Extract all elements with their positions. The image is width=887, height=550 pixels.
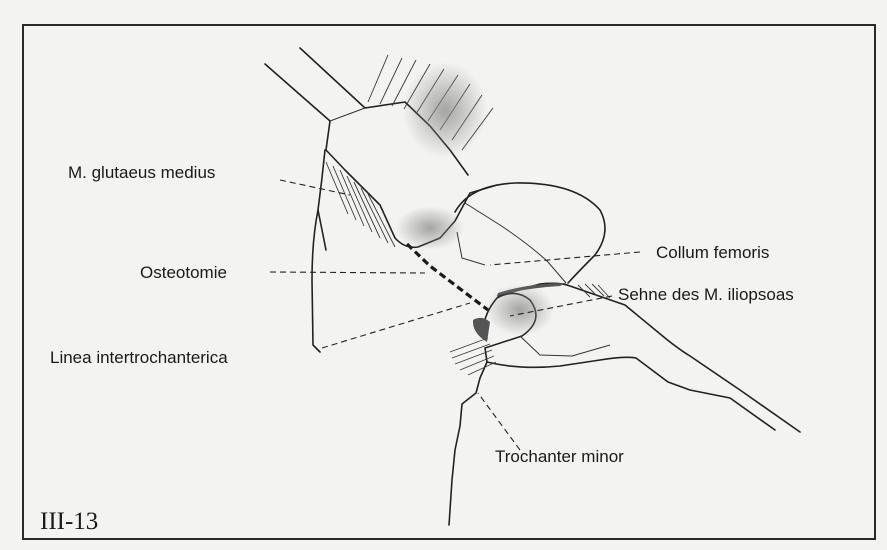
label-linea-intertrochanterica: Linea intertrochanterica <box>50 348 228 367</box>
label-osteotomie: Osteotomie <box>140 263 227 282</box>
label-trochanter-minor: Trochanter minor <box>495 447 624 466</box>
femur-shading <box>486 284 554 336</box>
label-collum-femoris: Collum femoris <box>656 243 769 262</box>
label-glutaeus-medius: M. glutaeus medius <box>68 163 215 182</box>
label-sehne-iliopsoas: Sehne des M. iliopsoas <box>618 285 794 304</box>
neck-shading <box>396 206 464 250</box>
figure-number: III-13 <box>40 508 98 535</box>
ilium-shading <box>403 62 487 158</box>
